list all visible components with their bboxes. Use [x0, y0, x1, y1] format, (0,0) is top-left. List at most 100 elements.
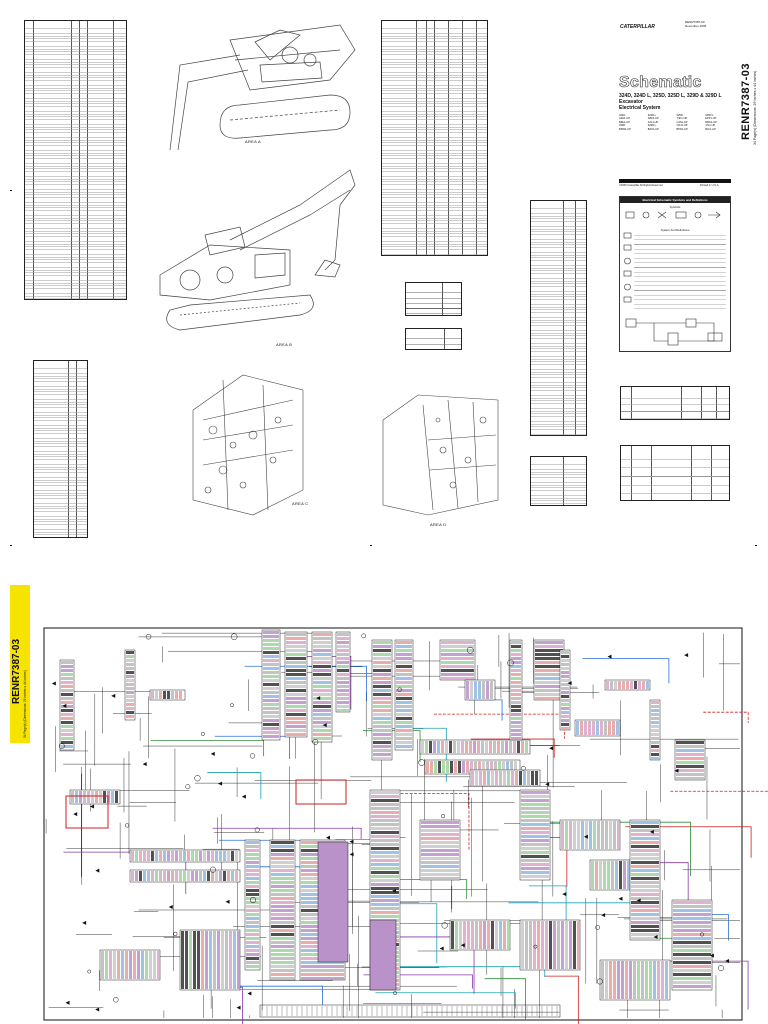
connector-pin-row	[373, 745, 391, 748]
connector-pin-row	[246, 917, 259, 920]
connector-pin-col	[588, 721, 591, 735]
component-symbol	[249, 897, 257, 904]
wire-cyan	[207, 772, 262, 800]
connector-pin-col	[523, 771, 526, 785]
connector-pin-col	[227, 871, 230, 881]
connector-pin-col	[569, 921, 572, 969]
wiring-example-diagram	[625, 318, 723, 346]
connector-pin-row	[263, 647, 279, 650]
connector-pin-row	[521, 851, 549, 854]
connector-pin-row	[676, 753, 704, 756]
component-symbol	[717, 965, 724, 972]
connector-pin-col	[225, 931, 228, 989]
component-symbol	[173, 931, 178, 936]
connector-pin-row	[673, 901, 711, 904]
connector-pin-row	[126, 707, 134, 710]
connector-pin-col	[495, 921, 498, 949]
connector-pin-row	[673, 945, 711, 948]
connector-pin-col	[549, 921, 552, 969]
connector-pin-col	[625, 961, 628, 999]
connector-pin-row	[535, 649, 563, 652]
connector-pin-row	[286, 657, 306, 660]
connector-pin-row	[521, 863, 549, 866]
connector-pin-col	[498, 761, 501, 773]
connector-pin-col	[467, 921, 470, 949]
connector-pin-row	[631, 893, 659, 896]
connector-pin-row	[511, 657, 521, 660]
ecm-panel	[317, 841, 349, 963]
connector-pin-col	[661, 961, 664, 999]
connector-pin-row	[535, 641, 563, 644]
doc-header-line-2: November 2006	[685, 24, 707, 28]
connector-pin-col	[147, 871, 150, 881]
connector-pin-col	[561, 921, 564, 969]
connector-pin-row	[561, 679, 569, 682]
connector-pin-row	[286, 673, 306, 676]
connector-pin-row	[313, 649, 331, 652]
connector-pin-row	[396, 689, 412, 692]
serial-prefix: BLF1-UP	[705, 127, 716, 131]
connector-pin-col	[527, 771, 530, 785]
connector-pin-row	[313, 733, 331, 736]
connector-pin-col	[461, 741, 464, 753]
connector-pin-row	[521, 855, 549, 858]
connector-pin-row	[337, 649, 349, 652]
connector-pin-row	[371, 803, 399, 806]
connector-pin-col	[155, 871, 158, 881]
connector-pin-row	[373, 653, 391, 656]
connector-pin-row	[396, 685, 412, 688]
connector-pin-row	[676, 765, 704, 768]
connector-pin-row	[396, 669, 412, 672]
connector-pin-col	[179, 851, 182, 861]
connector-pin-col	[463, 921, 466, 949]
connector-pin-col	[503, 771, 506, 785]
connector-pin-col	[609, 821, 612, 849]
wire-cyan	[375, 992, 516, 1009]
connector-pin-row	[61, 697, 73, 700]
component-symbol	[418, 759, 425, 766]
connector-pin-col	[213, 931, 216, 989]
connector-pin-col	[171, 691, 174, 699]
connector-pin-row	[651, 717, 659, 720]
connector-pin-col	[474, 761, 477, 773]
component-symbol	[596, 978, 603, 985]
connector-pin-row	[271, 869, 294, 872]
connector-pin-row	[271, 893, 294, 896]
component-symbol	[236, 1005, 241, 1010]
connector-pin-row	[396, 649, 412, 652]
wire-red	[703, 711, 749, 723]
component-symbol	[210, 751, 215, 756]
connector-pin-row	[371, 843, 399, 846]
connector-pin-col	[223, 871, 226, 881]
connector-pin-row	[286, 689, 306, 692]
connector-pin-row	[371, 867, 399, 870]
serial-prefix: 329D L	[647, 124, 657, 128]
connector-pin-col	[179, 871, 182, 881]
component-symbol	[562, 892, 567, 897]
connector-pin-col	[141, 951, 144, 979]
connector-pin-col	[595, 861, 598, 889]
connector-pin-row	[313, 709, 331, 712]
connector-pin-row	[61, 661, 73, 664]
component-symbol	[709, 953, 714, 958]
connector-pin-row	[126, 663, 134, 666]
wire-red	[625, 826, 752, 858]
connector-pin-row	[651, 705, 659, 708]
subtitle-line: Electrical System	[619, 105, 661, 111]
connector-pin-col	[143, 871, 146, 881]
connector-pin-col	[593, 821, 596, 849]
connector-pin-col	[521, 741, 524, 753]
connector-pin-col	[576, 721, 579, 735]
connector-pin-col	[629, 961, 632, 999]
connector-pin-col	[507, 921, 510, 949]
connector-pin-row	[396, 681, 412, 684]
connector-pin-row	[61, 713, 73, 716]
connector-pin-col	[223, 851, 226, 861]
connector-pin-col	[581, 821, 584, 849]
fold-mark	[10, 190, 12, 191]
component-symbol	[653, 935, 658, 940]
doc-pages: 34 Page(s)	[753, 127, 757, 145]
connector-pin-row	[396, 733, 412, 736]
serial-prefix: BPD1-UP	[676, 127, 688, 131]
connector-pin-col	[529, 921, 532, 969]
